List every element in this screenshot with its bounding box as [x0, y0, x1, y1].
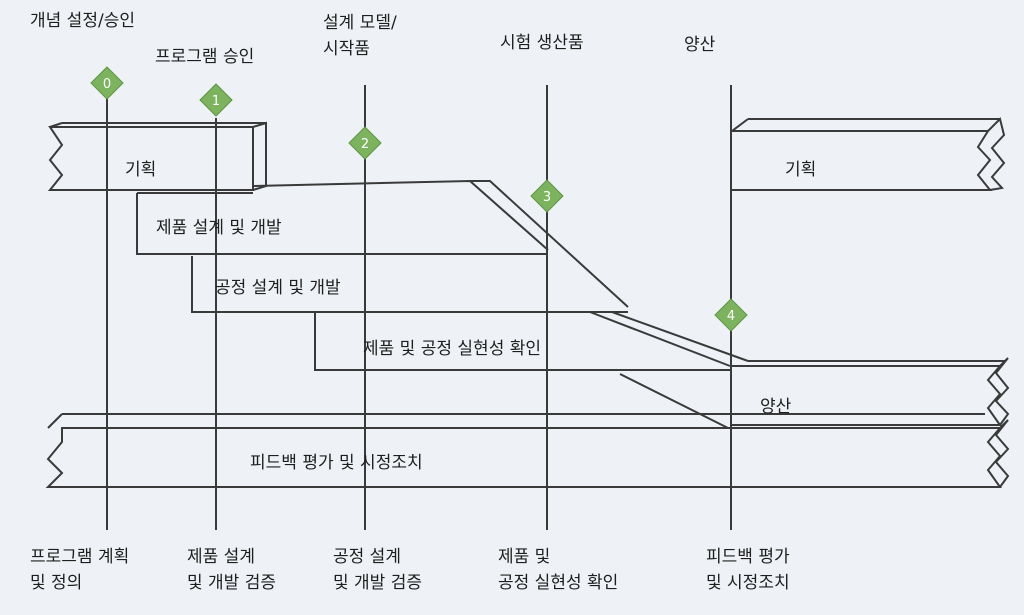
- milestone-4-diamond: 4: [714, 298, 748, 332]
- milestone-3-bottom-line-2: 공정 실현성 확인: [498, 573, 619, 593]
- milestone-4-bottom-line-1: 피드백 평가: [706, 547, 790, 567]
- phase-process-design-label: 공정 설계 및 개발: [215, 278, 341, 298]
- milestone-markers: 0 1 2 3 4: [90, 66, 748, 332]
- milestone-3-diamond: 3: [530, 179, 564, 213]
- milestone-4-number: 4: [727, 309, 735, 324]
- milestone-0-diamond-shape: [90, 66, 124, 100]
- process-design-band: [191, 180, 629, 313]
- phase-product-design-label: 제품 설계 및 개발: [156, 218, 282, 238]
- planning-band: [47, 121, 267, 191]
- milestone-2-top-label: 설계 모델/ 시작품: [323, 10, 397, 62]
- milestone-3-number: 3: [543, 190, 551, 205]
- phase-planning-label: 기획: [125, 160, 157, 180]
- milestone-1-bottom-line-1: 제품 설계: [187, 547, 255, 567]
- milestone-0-number: 0: [103, 77, 111, 92]
- phase-feedback-label: 피드백 평가 및 시정조치: [250, 453, 423, 473]
- milestone-1-top-label: 프로그램 승인: [155, 47, 255, 67]
- milestone-0-top-label: 개념 설정/승인: [30, 11, 135, 31]
- milestone-4-top-label: 양산: [684, 35, 716, 55]
- milestone-3-diamond-shape: [530, 179, 564, 213]
- milestone-2-bottom-label: 공정 설계 및 개발 검증: [333, 544, 422, 596]
- milestone-1-bottom-label: 제품 설계 및 개발 검증: [187, 544, 276, 596]
- milestone-0-bottom-label: 프로그램 계획 및 정의: [30, 544, 129, 596]
- milestone-3-bottom-line-1: 제품 및: [498, 547, 551, 567]
- production-band: [730, 357, 1010, 426]
- milestone-3-bottom-label: 제품 및 공정 실현성 확인: [498, 544, 618, 596]
- milestone-2-top-line-2: 시작품: [323, 39, 370, 59]
- milestone-1-diamond: 1: [199, 83, 233, 117]
- validation-band: [314, 311, 749, 429]
- milestone-2-bottom-line-2: 및 개발 검증: [333, 573, 423, 593]
- phase-validation-label: 제품 및 공정 실현성 확인: [363, 339, 542, 359]
- phase-planning-repeat-label: 기획: [785, 160, 817, 180]
- milestone-1-diamond-shape: [199, 83, 233, 117]
- phase-production-label: 양산: [760, 397, 792, 417]
- milestone-2-bottom-line-1: 공정 설계: [333, 547, 401, 567]
- milestone-4-bottom-line-2: 및 시정조치: [706, 573, 790, 593]
- milestone-4-diamond-shape: [714, 298, 748, 332]
- milestone-2-diamond: 2: [348, 126, 382, 160]
- milestone-0-bottom-line-2: 및 정의: [30, 573, 83, 593]
- milestone-2-top-line-1: 설계 모델/: [323, 13, 397, 33]
- milestone-1-number: 1: [212, 94, 220, 109]
- milestone-2-diamond-shape: [348, 126, 382, 160]
- planning-band-repeat: [731, 117, 1006, 191]
- milestone-1-bottom-line-2: 및 개발 검증: [187, 573, 277, 593]
- milestone-2-number: 2: [361, 137, 369, 152]
- milestone-4-bottom-label: 피드백 평가 및 시정조치: [706, 544, 790, 596]
- milestone-3-top-label: 시험 생산품: [500, 33, 584, 53]
- milestone-0-bottom-line-1: 프로그램 계획: [30, 547, 130, 567]
- milestone-0-diamond: 0: [90, 66, 124, 100]
